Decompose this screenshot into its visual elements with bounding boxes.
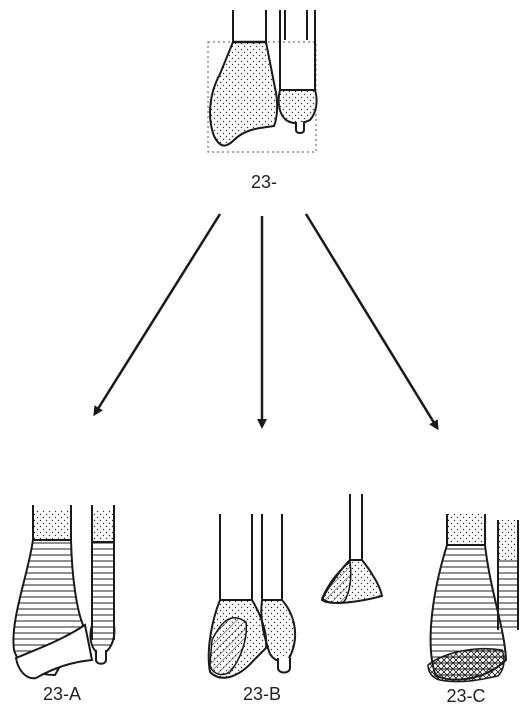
top-bone-figure	[208, 10, 317, 152]
distal-fibula	[279, 90, 317, 123]
bone-figure-23c	[428, 514, 518, 682]
bone-figure-23b	[209, 494, 382, 678]
label-23b: 23-B	[243, 684, 281, 704]
bone-figure-23a	[13, 505, 114, 678]
arrow-to-23a	[96, 214, 220, 412]
label-23c: 23-C	[446, 686, 485, 706]
label-23: 23-	[251, 172, 277, 192]
label-23a: 23-A	[43, 684, 81, 704]
distal-tibia	[210, 42, 277, 146]
arrow-to-23c	[306, 214, 436, 426]
